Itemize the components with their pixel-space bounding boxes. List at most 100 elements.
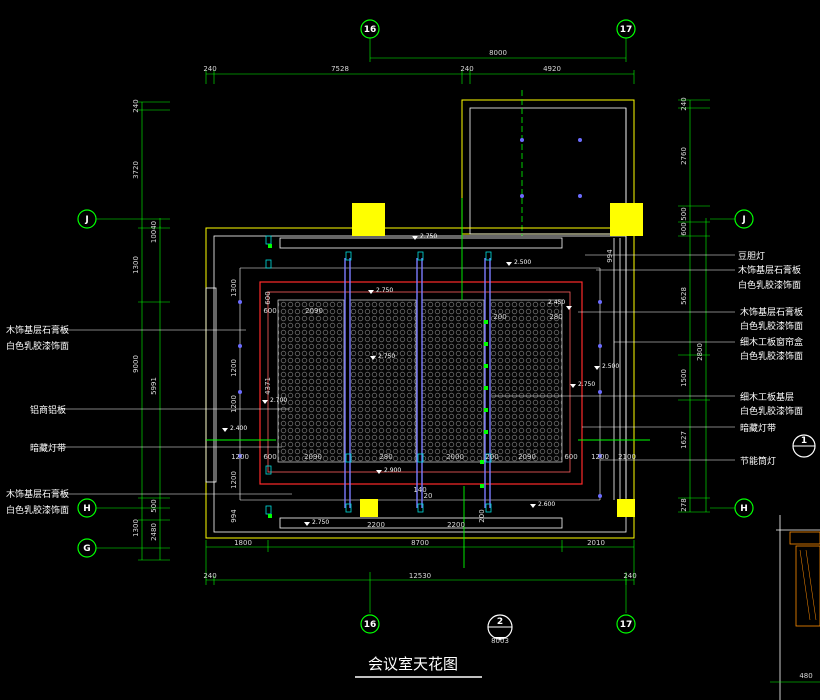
perforated-panel-3 <box>421 299 485 463</box>
svg-text:240: 240 <box>132 99 140 112</box>
svg-text:2.450: 2.450 <box>548 299 565 306</box>
svg-text:2.750: 2.750 <box>578 381 595 388</box>
downlight-icon <box>598 494 602 498</box>
svg-text:2200: 2200 <box>447 521 465 529</box>
svg-text:600: 600 <box>263 307 276 315</box>
callout-right-3-line1: 木饰基层石膏板 <box>740 306 803 318</box>
svg-text:200: 200 <box>493 313 506 321</box>
svg-text:480: 480 <box>799 672 812 680</box>
callout-left-1-line2: 白色乳胶漆饰面 <box>6 340 69 352</box>
dimension-lines <box>138 57 710 585</box>
svg-text:2.750: 2.750 <box>378 353 395 360</box>
perforated-panel-2 <box>349 299 417 463</box>
downlight-icon <box>238 454 242 458</box>
drawing-title: 会议室天花图 <box>355 655 482 678</box>
axis-bubble-16-bottom: 16 <box>360 614 380 634</box>
svg-text:1200: 1200 <box>231 453 249 461</box>
level-marker-icon: 2.700 <box>262 397 287 404</box>
level-marker-icon: 2.750 <box>370 353 395 360</box>
svg-text:2100: 2100 <box>618 453 636 461</box>
callout-left-3: 暗藏灯带 <box>30 442 66 454</box>
columns <box>352 203 643 517</box>
section-marker-1: 1 <box>792 434 816 458</box>
svg-text:2.500: 2.500 <box>602 363 619 370</box>
spotlight-icon <box>265 465 272 475</box>
callout-right-3-line2: 白色乳胶漆饰面 <box>740 320 803 332</box>
light-cove <box>259 281 583 485</box>
svg-text:600: 600 <box>263 453 276 461</box>
svg-text:600: 600 <box>264 291 272 304</box>
svg-text:G: G <box>83 544 90 554</box>
svg-text:2.600: 2.600 <box>538 501 555 508</box>
svg-text:280: 280 <box>379 453 392 461</box>
svg-text:2.900: 2.900 <box>384 467 401 474</box>
downlight-icon <box>238 390 242 394</box>
svg-text:2.400: 2.400 <box>230 425 247 432</box>
svg-text:4920: 4920 <box>543 65 561 73</box>
svg-text:1300: 1300 <box>230 279 238 297</box>
svg-text:2480: 2480 <box>150 523 158 541</box>
level-marker-icon: 2.400 <box>222 425 247 432</box>
detail-marker-2: 2 8003 <box>487 614 513 645</box>
svg-text:2.700: 2.700 <box>270 397 287 404</box>
svg-text:2090: 2090 <box>304 453 322 461</box>
axis-bubble-j-left: J <box>77 209 97 229</box>
perforated-panel-4 <box>489 299 563 463</box>
svg-text:1200: 1200 <box>230 395 238 413</box>
callout-right-1: 豆胆灯 <box>738 251 765 262</box>
ceiling-outline <box>205 227 635 539</box>
callout-right-6: 暗藏灯带 <box>740 422 776 434</box>
svg-text:994: 994 <box>606 249 614 263</box>
callout-left-4-line2: 白色乳胶漆饰面 <box>6 504 69 516</box>
svg-text:H: H <box>740 504 748 514</box>
svg-text:4371: 4371 <box>264 377 272 395</box>
callout-right-4-line2: 白色乳胶漆饰面 <box>740 350 803 362</box>
spotlight-icon <box>417 251 424 261</box>
svg-text:9000: 9000 <box>132 355 140 373</box>
dimension-text: 8000 240 7528 240 4920 1800 8700 2010 12… <box>132 49 704 580</box>
svg-text:J: J <box>84 215 88 225</box>
svg-text:17: 17 <box>620 620 633 630</box>
spotlight-icon <box>417 503 424 513</box>
svg-text:994: 994 <box>230 509 238 523</box>
svg-text:500: 500 <box>680 207 688 220</box>
callout-right-4-line1: 细木工板窗帘盒 <box>740 336 803 348</box>
page-title: 会议室天花图 <box>368 655 458 673</box>
svg-text:1200: 1200 <box>230 359 238 377</box>
svg-text:5991: 5991 <box>150 377 158 395</box>
perforated-panels <box>277 299 563 463</box>
svg-text:5628: 5628 <box>680 287 688 305</box>
svg-text:278: 278 <box>680 498 688 511</box>
svg-text:8000: 8000 <box>489 49 507 57</box>
perforated-panel-1 <box>277 299 345 463</box>
callouts-right: 豆胆灯 木饰基层石膏板 白色乳胶漆饰面 木饰基层石膏板 白色乳胶漆饰面 细木工板… <box>738 251 803 467</box>
svg-text:600: 600 <box>680 222 688 235</box>
svg-text:10040: 10040 <box>150 221 158 243</box>
svg-text:1627: 1627 <box>680 431 688 449</box>
svg-text:1200: 1200 <box>230 471 238 489</box>
column-top-right <box>610 203 643 236</box>
svg-text:8700: 8700 <box>411 539 429 547</box>
svg-text:1: 1 <box>801 436 807 446</box>
svg-text:H: H <box>83 504 91 514</box>
spotlight-icon <box>265 235 272 245</box>
downlight-icon <box>520 138 524 142</box>
svg-text:2.750: 2.750 <box>420 233 437 240</box>
level-marker-icon: 2.500 <box>594 363 619 370</box>
svg-text:1200: 1200 <box>591 453 609 461</box>
downlight-icon <box>238 300 242 304</box>
level-marker-icon: 2.750 <box>368 287 393 294</box>
spotlight-icon <box>345 453 352 463</box>
svg-text:3720: 3720 <box>132 161 140 179</box>
svg-text:2760: 2760 <box>680 147 688 165</box>
svg-text:280: 280 <box>549 313 562 321</box>
svg-text:1500: 1500 <box>680 369 688 387</box>
svg-text:2000: 2000 <box>446 453 464 461</box>
column-bottom-right <box>617 499 635 517</box>
axis-bubble-g-left: G <box>77 538 97 558</box>
svg-text:12530: 12530 <box>409 572 431 580</box>
axis-bubble-17-top: 17 <box>616 19 636 39</box>
column-top-left <box>352 203 385 236</box>
svg-text:240: 240 <box>460 65 473 73</box>
